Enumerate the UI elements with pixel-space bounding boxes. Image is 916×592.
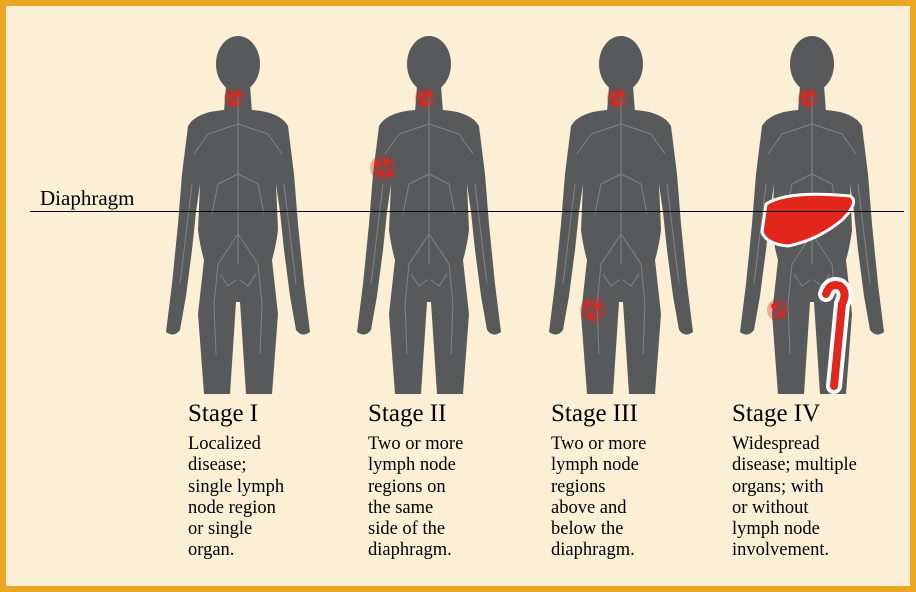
armpit-lymph-node xyxy=(378,170,384,176)
neck-lymph-node xyxy=(421,100,427,106)
diaphragm-label: Diaphragm xyxy=(40,186,134,211)
stage-4-title: Stage IV xyxy=(732,400,820,428)
neck-lymph-node xyxy=(610,93,616,99)
neck-lymph-node xyxy=(227,93,233,99)
groin-lymph-node xyxy=(594,303,600,309)
groin-lymph-node xyxy=(771,303,777,309)
neck-lymph-node xyxy=(804,100,810,106)
neck-lymph-node xyxy=(235,91,241,97)
groin-lymph-node xyxy=(779,311,785,317)
groin-lymph-glow xyxy=(767,299,789,321)
neck-lymph-node xyxy=(801,93,807,99)
neck-lymph-node xyxy=(809,91,815,97)
stage-2-description: Two or more lymph node regions on the sa… xyxy=(368,434,463,562)
stage-3-title: Stage III xyxy=(551,400,638,428)
armpit-lymph-glow xyxy=(370,155,396,181)
stage-4-figure xyxy=(722,34,902,394)
diaphragm-line xyxy=(30,211,904,212)
neck-lymph-node xyxy=(426,91,432,97)
neck-lymph-node xyxy=(613,100,619,106)
stage-3-figure xyxy=(531,34,711,394)
neck-lymph-node xyxy=(230,100,236,106)
groin-lymph-node xyxy=(584,301,590,307)
stage-1-title: Stage I xyxy=(188,400,258,428)
stage-2-title: Stage II xyxy=(368,400,446,428)
armpit-lymph-node xyxy=(387,171,393,177)
stage-1-figure xyxy=(148,34,328,394)
stage-3-description: Two or more lymph node regions above and… xyxy=(551,434,646,562)
groin-lymph-node xyxy=(588,313,594,319)
stage-4-description: Widespread disease; multiple organs; wit… xyxy=(732,434,857,562)
armpit-lymph-node xyxy=(374,161,380,167)
stage-1-description: Localized disease; single lymph node reg… xyxy=(188,434,284,562)
stage-2-figure xyxy=(339,34,519,394)
armpit-lymph-node xyxy=(384,159,390,165)
neck-lymph-node xyxy=(618,91,624,97)
neck-lymph-node xyxy=(418,93,424,99)
groin-lymph-glow xyxy=(580,297,606,323)
